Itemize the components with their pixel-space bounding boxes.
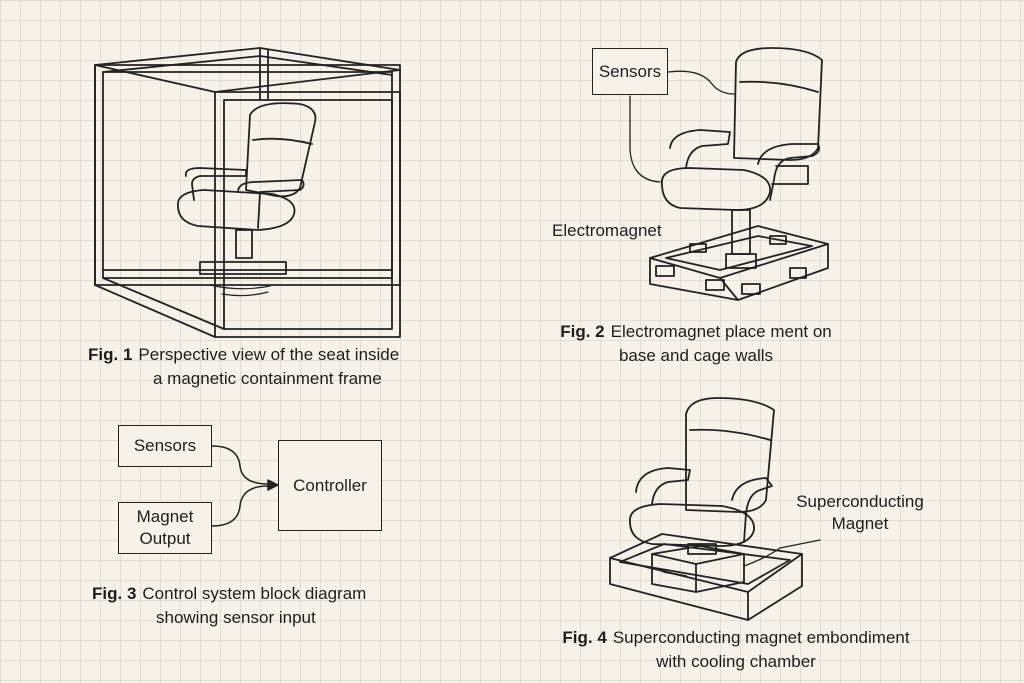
fig2-electromagnet-label: Electromagnet <box>552 221 662 240</box>
fig3-magnet-output-box: Magnet Output <box>118 502 212 554</box>
fig1-number: Fig. 1 <box>88 345 133 364</box>
fig3-sensors-box: Sensors <box>118 425 212 467</box>
fig3-caption: Fig. 3 Control system block diagram showi… <box>92 582 402 630</box>
fig2-electromagnet-base <box>649 225 829 301</box>
fig3-caption-line1: Control system block diagram <box>142 584 367 603</box>
fig4-seat <box>629 397 775 555</box>
fig4-leader-line <box>743 539 821 567</box>
fig2-caption-line1: Electromagnet place ment on <box>610 322 832 341</box>
fig4-caption-line2: with cooling chamber <box>656 652 816 671</box>
fig2-number: Fig. 2 <box>560 322 605 341</box>
fig4-magnet-label: Superconducting Magnet <box>790 491 930 535</box>
fig4-magnet-label-line1: Superconducting <box>796 492 924 511</box>
fig2-caption-line2: base and cage walls <box>618 346 774 365</box>
fig1-caption-line1: Perspective view of the seat inside <box>138 345 400 364</box>
fig2-sensors-label: Sensors <box>598 61 662 81</box>
fig3-sensors-label: Sensors <box>133 436 197 455</box>
fig2-seat <box>661 47 823 269</box>
fig3-controller-label: Controller <box>293 475 367 495</box>
fig1-seat <box>177 102 317 297</box>
fig4-caption-line1: Superconducting magnet embondiment <box>612 628 910 647</box>
fig1-caption: Fig. 1 Perspective view of the seat insid… <box>88 343 428 391</box>
fig3-magnet-label-line1: Magnet <box>136 507 194 526</box>
fig2-sensors-label-box: Sensors <box>592 48 668 95</box>
fig3-connectors <box>211 445 279 527</box>
fig4-cooling-chamber <box>609 533 803 621</box>
fig3-controller-box: Controller <box>278 440 382 531</box>
fig2-leader-lines <box>629 70 735 183</box>
fig3-magnet-label-line2: Output <box>139 529 191 548</box>
fig4-magnet-label-line2: Magnet <box>831 514 889 533</box>
fig3-number: Fig. 3 <box>92 584 137 603</box>
fig2-caption: Fig. 2 Electromagnet place ment on base a… <box>546 320 846 368</box>
fig1-containment-frame <box>94 47 401 338</box>
fig4-number: Fig. 4 <box>562 628 607 647</box>
fig1-caption-line2: a magnetic containment frame <box>153 369 382 388</box>
fig4-caption: Fig. 4 Superconducting magnet embondiment… <box>536 626 936 674</box>
fig3-caption-line2: showing sensor input <box>156 608 316 627</box>
